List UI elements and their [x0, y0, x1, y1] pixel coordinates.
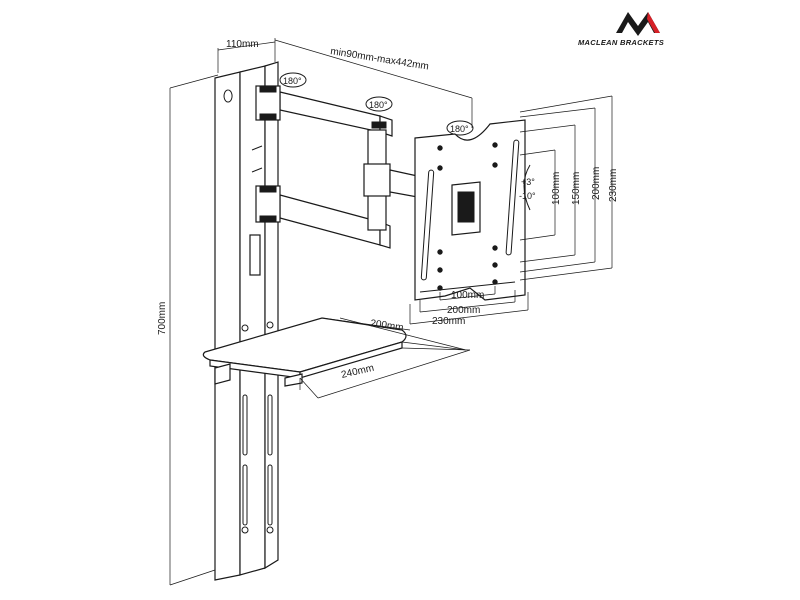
height-dimension-line [169, 88, 216, 586]
tilt-down-label: -10° [519, 191, 536, 201]
vesa-h-100-label: 100mm [451, 290, 484, 301]
vesa-vertical-dimensions [519, 95, 613, 281]
shelf-dimensions [299, 317, 471, 399]
rotation-marker-wall: 180° [279, 72, 307, 88]
vesa-v-200-label: 200mm [591, 167, 602, 200]
rotation-plate-label: 180° [450, 124, 469, 134]
arm-extension-label: min90mm-max442mm [330, 46, 430, 72]
vesa-v-230-label: 230mm [608, 169, 619, 202]
vesa-plate [414, 119, 526, 301]
vesa-v-100-label: 100mm [551, 172, 562, 205]
rotation-marker-arm: 180° [365, 96, 393, 112]
overall-height-label: 700mm [157, 302, 168, 335]
tilt-up-label: +3° [521, 177, 535, 187]
rotation-wall-label: 180° [283, 76, 302, 86]
brand-name: MACLEAN BRACKETS [578, 38, 664, 47]
shelf-depth-label: 200mm [370, 318, 405, 334]
tilt-indicator: +3° -10° [519, 164, 536, 211]
vesa-v-150-label: 150mm [571, 172, 582, 205]
wall-depth-label: 110mm [226, 39, 259, 50]
shelf [202, 317, 407, 387]
rotation-arm-label: 180° [369, 100, 388, 110]
rotation-marker-plate: 180° [446, 120, 474, 136]
vesa-h-230-label: 230mm [432, 316, 465, 327]
brand-logo: MACLEAN BRACKETS [578, 12, 664, 47]
top-dimension-lines [169, 38, 473, 128]
vesa-h-200-label: 200mm [447, 305, 480, 316]
shelf-width-label: 240mm [340, 363, 375, 381]
vesa-horizontal-dimensions [409, 286, 529, 325]
maclean-m-logo-icon [616, 12, 660, 36]
wall-rail [214, 61, 279, 581]
